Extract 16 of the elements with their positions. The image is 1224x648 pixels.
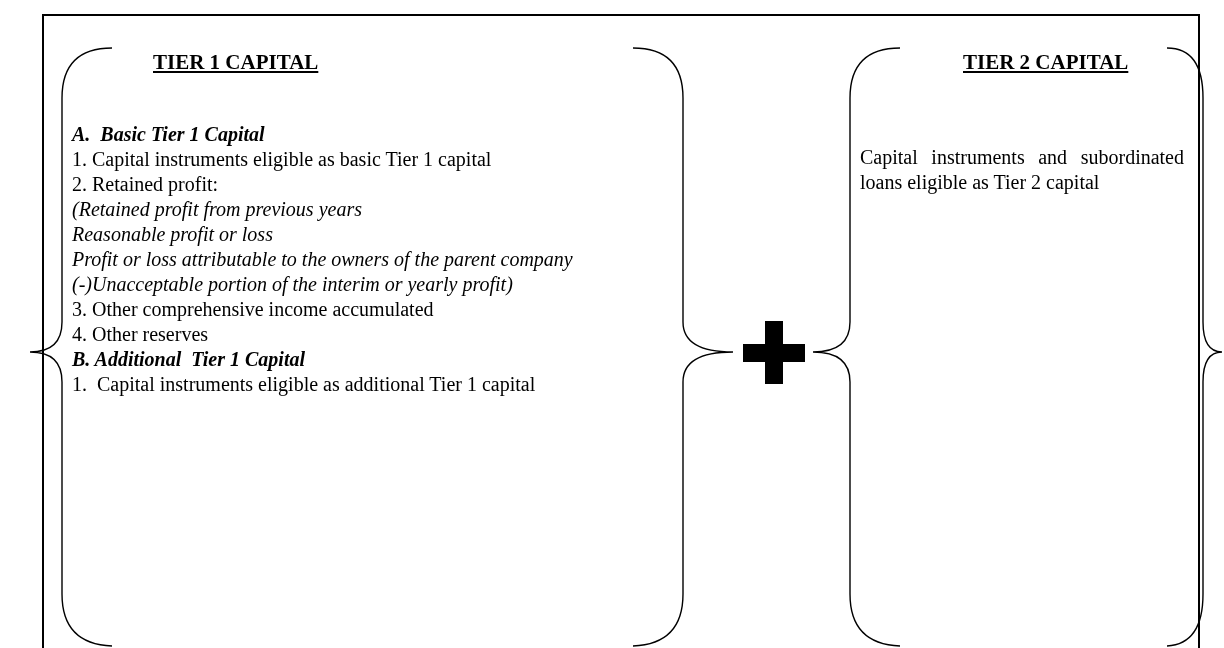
text-line: 3. Other comprehensive income accumulated: [72, 297, 435, 322]
text-line: Capital instruments and subordinated loans eligible as Tier 2 capital: [860, 145, 1184, 195]
brace-box: [28, 44, 736, 648]
brace-box: [810, 44, 1224, 648]
text-line: (-)Unacceptable portion of the interim or yearly profit): [72, 272, 514, 297]
text-line: 2. Retained profit:: [72, 172, 220, 197]
text-line: Profit or loss attributable to the owners of the parent company: [72, 247, 574, 272]
heading: TIER 1 CAPITAL: [153, 50, 319, 75]
text-line: 1. Capital instruments eligible as basic Tier 1 capital: [72, 147, 493, 172]
text-line: 4. Other reserves: [72, 322, 210, 347]
section-heading: B. Additional Tier 1 Capital: [72, 347, 306, 372]
text-line: Reasonable profit or loss: [72, 222, 274, 247]
section-heading: A. Basic Tier 1 Capital: [72, 122, 266, 147]
text-line: 1. Capital instruments eligible as additional Tier 1 capital: [72, 372, 537, 397]
text-line: (Retained profit from previous years: [72, 197, 363, 222]
heading: TIER 2 CAPITAL: [963, 50, 1129, 75]
